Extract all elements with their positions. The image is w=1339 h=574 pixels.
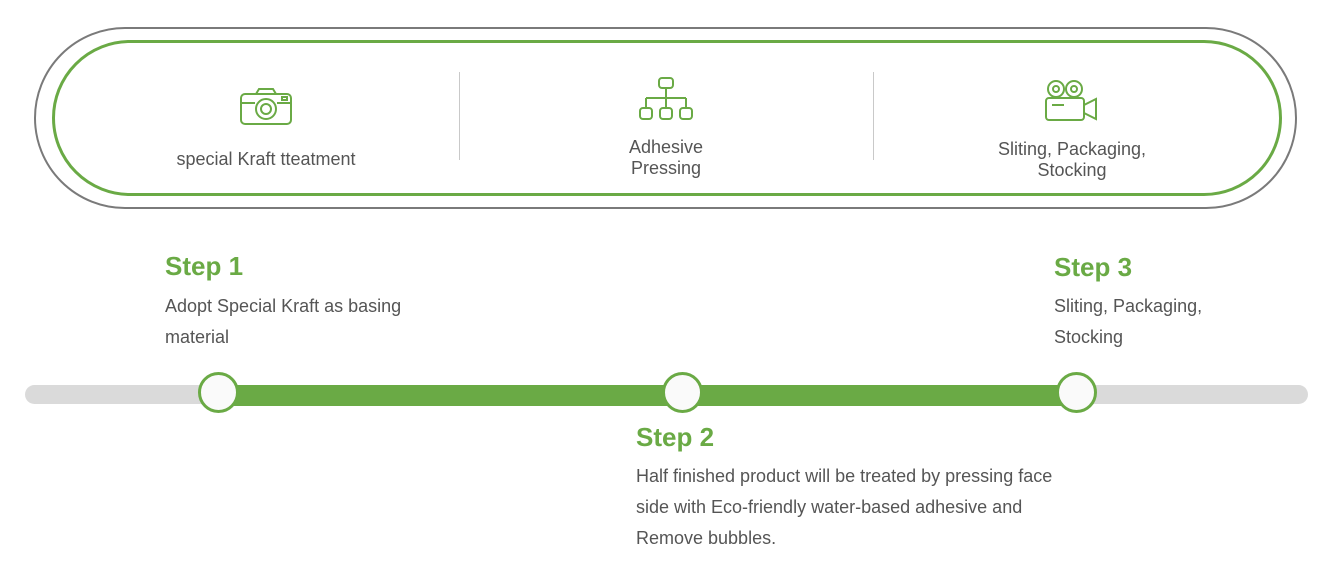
step-3-description: Sliting, Packaging, Stocking bbox=[1054, 296, 1203, 347]
timeline-progress bbox=[219, 385, 1077, 406]
feature-kraft-treatment: special Kraft tteatment bbox=[116, 82, 416, 170]
step-1-title: Step 1 bbox=[165, 251, 244, 281]
banner-divider bbox=[873, 72, 874, 160]
feature-adhesive-pressing: Adhesive Pressing bbox=[516, 74, 816, 179]
step-2-node[interactable] bbox=[662, 372, 703, 413]
step-3-node[interactable] bbox=[1056, 372, 1097, 413]
step-2-description: Half finished product will be treated by… bbox=[636, 466, 1053, 548]
banner-divider bbox=[459, 72, 460, 160]
feature-sliting-packaging: Sliting, Packaging, Stocking bbox=[922, 76, 1222, 181]
step-1-node[interactable] bbox=[198, 372, 239, 413]
feature-label: Sliting, Packaging, Stocking bbox=[997, 139, 1147, 180]
sitemap-icon bbox=[639, 77, 693, 120]
feature-label: special Kraft tteatment bbox=[176, 149, 356, 169]
step-1-description: Adopt Special Kraft as basing material bbox=[165, 296, 402, 347]
step-3-title: Step 3 bbox=[1054, 252, 1133, 282]
banner-inner-border bbox=[52, 40, 1282, 196]
banner-outer-border bbox=[34, 27, 1297, 209]
feature-label: Adhesive Pressing bbox=[628, 137, 704, 178]
camera-icon bbox=[240, 88, 292, 125]
step-2-title: Step 2 bbox=[636, 422, 715, 452]
video-camera-icon bbox=[1045, 80, 1097, 121]
